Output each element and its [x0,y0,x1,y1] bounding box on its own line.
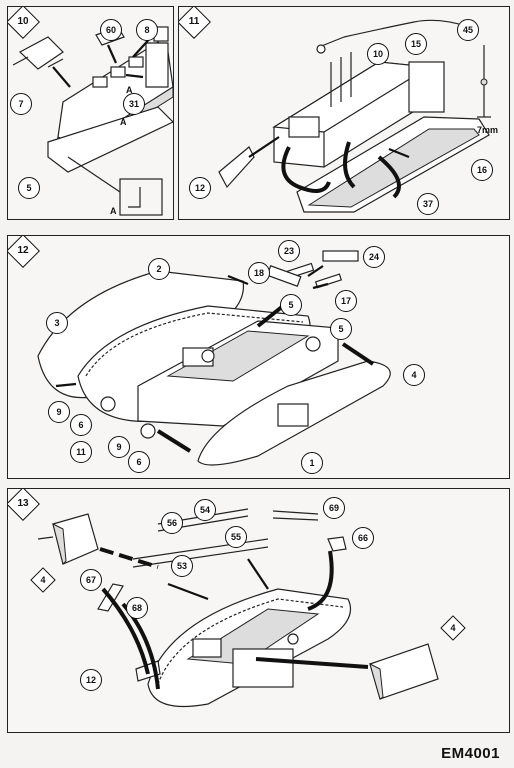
callout-3: 3 [46,312,68,334]
callout-68: 68 [126,597,148,619]
callout-diamond-4-label: 4 [450,623,456,633]
callout-15: 15 [405,33,427,55]
callout-diamond-4-label: 4 [40,575,46,585]
callout-18: 18 [248,262,270,284]
callout-6: 6 [70,414,92,436]
step-12-drawing [37,250,391,466]
callout-5: 5 [330,318,352,340]
callout-53: 53 [171,555,193,577]
callout-23: 23 [278,240,300,262]
callout-16: 16 [471,159,493,181]
callout-45: 45 [457,19,479,41]
callout-12: 12 [80,669,102,691]
callout-5: 5 [18,177,40,199]
callout-9: 9 [48,401,70,423]
step-11-drawing [218,19,491,213]
callout-17: 17 [335,290,357,312]
callout-56: 56 [161,512,183,534]
callout-2: 2 [148,258,170,280]
step-12-panel: 12 [7,235,510,479]
measurement-label: 7mm [477,125,499,135]
callout-12: 12 [189,177,211,199]
callout-6: 6 [128,451,150,473]
callout-37: 37 [417,193,439,215]
step-10-panel: 10 [7,6,174,220]
callout-9: 9 [108,436,130,458]
callout-5: 5 [280,294,302,316]
callout-10: 10 [367,43,389,65]
callout-8: 8 [136,19,158,41]
callout-69: 69 [323,497,345,519]
step-13-panel: 13 [7,488,510,733]
callout-24: 24 [363,246,385,268]
callout-55: 55 [225,526,247,548]
callout-1: 1 [301,452,323,474]
callout-67: 67 [80,569,102,591]
callout-66: 66 [352,527,374,549]
callout-4: 4 [403,364,425,386]
document-code: EM4001 [441,745,500,762]
detail-label-a: A [126,85,133,95]
detail-label-a: A [110,206,117,216]
step-11-panel: 11 [178,6,510,220]
callout-31: 31 [123,93,145,115]
callout-7: 7 [10,93,32,115]
detail-label-a: A [120,117,127,127]
callout-54: 54 [194,499,216,521]
callout-60: 60 [100,19,122,41]
step-13-drawing [37,508,439,708]
callout-11: 11 [70,441,92,463]
